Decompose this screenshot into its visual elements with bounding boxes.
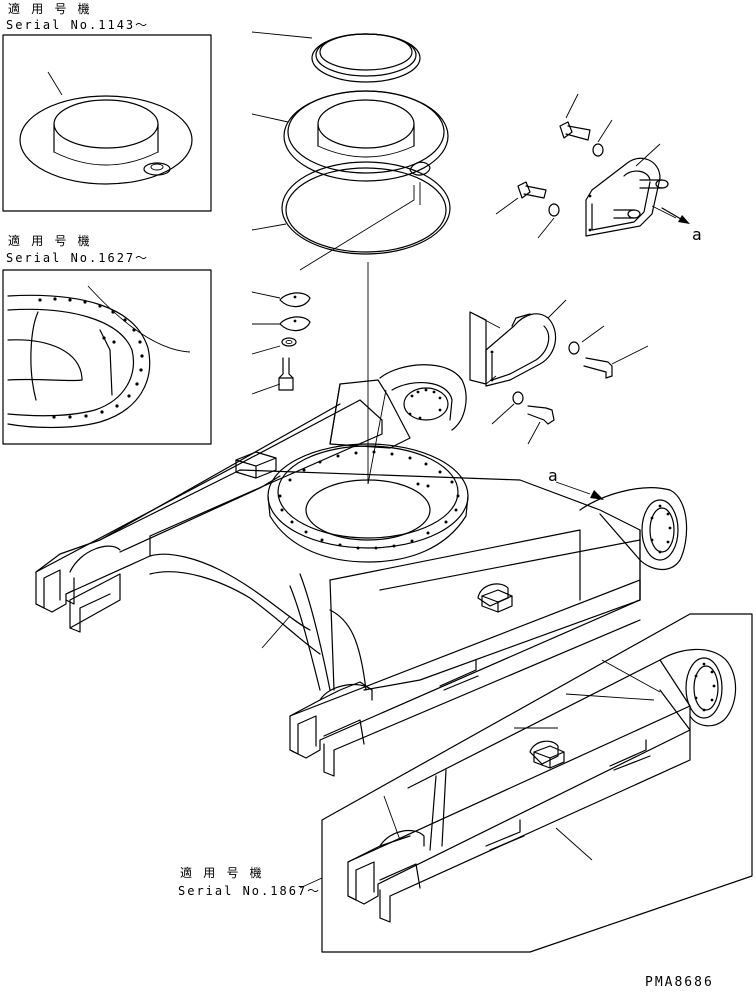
inset-1-applicable-label: 適 用 号 機 bbox=[8, 2, 92, 16]
ring-plate bbox=[251, 90, 449, 182]
view-target-label: a bbox=[548, 466, 560, 485]
o-ring bbox=[251, 161, 451, 255]
inset-1-ring-plate bbox=[19, 71, 193, 185]
inset-2-bearing-ring bbox=[7, 285, 191, 429]
inset-3-track-frame bbox=[347, 648, 737, 923]
inset-3-frame bbox=[321, 613, 753, 953]
inset-2-frame bbox=[2, 269, 212, 445]
shim-plates bbox=[251, 291, 311, 332]
inset-3-serial: Serial No.1867～ bbox=[178, 884, 322, 898]
bolt-upper-2 bbox=[495, 181, 560, 239]
inset-3-applicable-label: 適 用 号 機 bbox=[180, 866, 264, 880]
inset-1-serial: Serial No.1143～ bbox=[6, 18, 150, 32]
washer bbox=[251, 337, 297, 355]
inset-2-serial: Serial No.1627～ bbox=[6, 251, 150, 265]
guard-cover-upper bbox=[585, 143, 677, 237]
bolt bbox=[251, 357, 294, 395]
main-frame bbox=[35, 364, 688, 777]
inset-2-applicable-label: 適 用 号 機 bbox=[8, 234, 92, 248]
guard-cover-middle bbox=[469, 299, 649, 445]
bolt-upper-1 bbox=[559, 93, 613, 157]
seal-ring bbox=[251, 31, 421, 83]
view-arrow bbox=[661, 207, 690, 224]
drawing-number: PMA8686 bbox=[645, 975, 714, 990]
inset-1-frame bbox=[2, 34, 212, 212]
view-arrow-label: a bbox=[692, 225, 704, 244]
